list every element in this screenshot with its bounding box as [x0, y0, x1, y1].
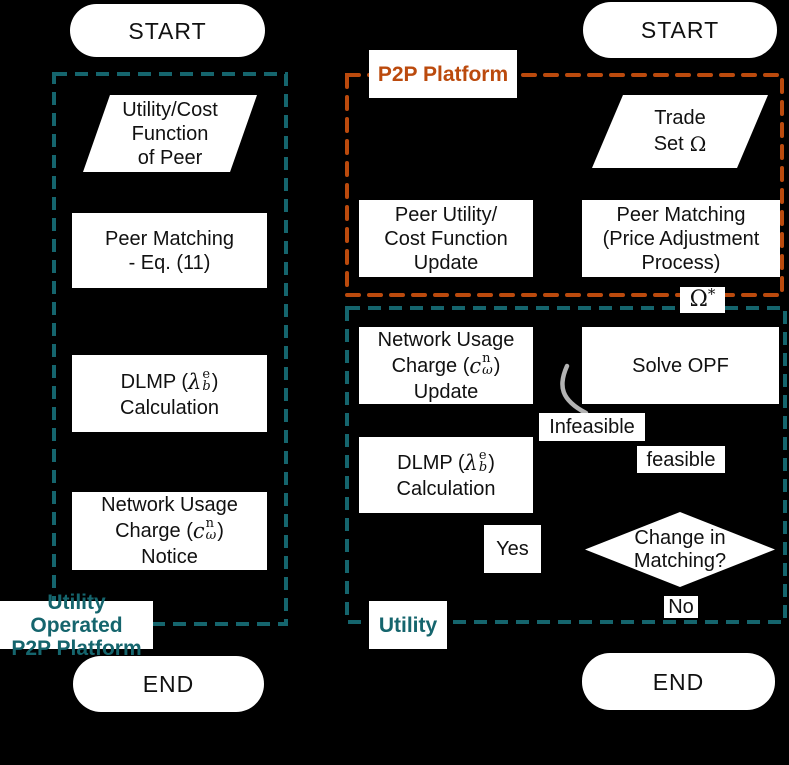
network-update-prefix: Charge ( [391, 354, 470, 377]
left-end-terminator: END [73, 656, 264, 712]
left-dlmp-box: DLMP ( λ e b ) Calculation [72, 355, 267, 432]
peer-utility-line2: Cost Function [384, 227, 508, 250]
right-start-terminator: START [583, 2, 777, 58]
left-network-math-line: Charge ( c n ω ) [115, 517, 224, 545]
c-sub: ω [482, 362, 493, 378]
left-network-line3: Notice [141, 546, 198, 568]
left-peer-matching-box: Peer Matching - Eq. (11) [72, 213, 267, 288]
trade-set-line1: Trade [654, 106, 706, 129]
decision-line2: Matching? [633, 549, 727, 572]
network-update-suffix: ) [493, 354, 501, 377]
left-input-line1: Utility/Cost [122, 98, 218, 121]
utility-group-label: Utility [369, 601, 447, 649]
lambda-sup: e [478, 448, 487, 463]
trade-set-line2-prefix: Set [653, 132, 684, 155]
right-peer-matching-line1: Peer Matching [616, 203, 746, 226]
solve-opf-label: Solve OPF [632, 354, 729, 377]
left-network-prefix: Charge ( [115, 520, 193, 542]
no-label-text: No [668, 596, 694, 618]
c-symbol: c [469, 353, 482, 378]
infeasible-label: Infeasible [539, 413, 645, 441]
lambda-sub: b [202, 378, 211, 394]
c-sup: n [205, 516, 215, 531]
left-dlmp-math-line: DLMP ( λ e b ) [121, 368, 219, 396]
left-start-label: START [128, 17, 207, 44]
right-peer-matching-line2: (Price Adjustment [602, 227, 760, 250]
feasible-label: feasible [637, 446, 725, 473]
network-charge-update-box: Network Usage Charge ( c n ω ) Update [359, 327, 533, 404]
left-network-suffix: ) [217, 520, 224, 542]
left-input-parallelogram: Utility/Cost Function of Peer [83, 95, 257, 172]
trade-set-parallelogram: Trade Set Ω [592, 95, 768, 168]
trade-set-line2: Set Ω [654, 130, 707, 158]
lambda-sup: e [202, 366, 211, 382]
utility-label-text: Utility [378, 613, 438, 637]
lambda-supsub: e b [202, 366, 211, 394]
left-dlmp-prefix: DLMP ( [120, 370, 189, 393]
utility-group-outline [345, 306, 787, 624]
c-sup: n [482, 350, 491, 366]
right-end-label: END [652, 668, 705, 695]
network-update-line1: Network Usage [377, 328, 515, 351]
decision-line1: Change in [634, 526, 726, 549]
c-sub: ω [205, 528, 217, 543]
left-input-line3: of Peer [137, 146, 203, 169]
right-dlmp-math-line: DLMP ( λ e b ) [397, 449, 495, 477]
left-peer-matching-line2: - Eq. (11) [128, 251, 211, 274]
right-end-terminator: END [582, 653, 775, 710]
network-update-math-line: Charge ( c n ω ) [392, 352, 501, 380]
right-peer-matching-box: Peer Matching (Price Adjustment Process) [582, 200, 780, 277]
peer-utility-update-box: Peer Utility/ Cost Function Update [359, 200, 533, 277]
infeasible-curved-arrow [560, 363, 589, 416]
right-start-label: START [640, 17, 720, 43]
omega-star-symbol: Ω [689, 287, 708, 312]
network-update-line3: Update [413, 380, 479, 403]
p2p-platform-label-text: P2P Platform [377, 62, 509, 86]
right-dlmp-box: DLMP ( λ e b ) Calculation [359, 437, 533, 513]
omega-star-sup: * [707, 285, 716, 303]
c-supsub: n ω [482, 350, 493, 378]
lambda-supsub: e b [478, 448, 488, 475]
solve-opf-box: Solve OPF [582, 327, 779, 404]
lambda-sub: b [478, 460, 488, 475]
infeasible-label-text: Infeasible [549, 416, 635, 438]
yes-label-text: Yes [496, 538, 529, 560]
left-start-terminator: START [70, 4, 265, 57]
p2p-platform-group-label: P2P Platform [369, 50, 517, 98]
lambda-symbol: λ [464, 451, 478, 475]
left-input-line2: Function [131, 122, 209, 145]
left-dlmp-line2: Calculation [120, 396, 219, 419]
omega-symbol: Ω [689, 131, 707, 156]
left-dlmp-suffix: ) [211, 370, 219, 393]
right-dlmp-line2: Calculation [396, 478, 496, 500]
right-dlmp-suffix: ) [488, 452, 495, 474]
peer-utility-line3: Update [413, 251, 479, 274]
p2p-platform-group-outline [345, 73, 784, 297]
left-network-charge-box: Network Usage Charge ( c n ω ) Notice [72, 492, 267, 570]
c-supsub: n ω [205, 516, 217, 543]
utility-operated-label-line1: Utility Operated [30, 590, 123, 637]
yes-label: Yes [484, 525, 541, 573]
left-end-label: END [142, 671, 195, 697]
left-peer-matching-line1: Peer Matching [105, 227, 234, 250]
utility-operated-label-line2: P2P Platform [11, 636, 142, 660]
lambda-symbol: λ [188, 369, 202, 394]
utility-operated-group-outline [52, 72, 288, 626]
peer-utility-line1: Peer Utility/ [394, 203, 498, 226]
no-label: No [664, 596, 698, 618]
c-symbol: c [192, 519, 205, 543]
omega-star-label: Ω * [680, 287, 725, 313]
right-dlmp-prefix: DLMP ( [397, 452, 465, 474]
right-peer-matching-line3: Process) [641, 251, 721, 274]
left-network-line1: Network Usage [101, 494, 238, 516]
feasible-label-text: feasible [646, 448, 716, 471]
utility-operated-group-label: Utility Operated P2P Platform [0, 591, 153, 660]
